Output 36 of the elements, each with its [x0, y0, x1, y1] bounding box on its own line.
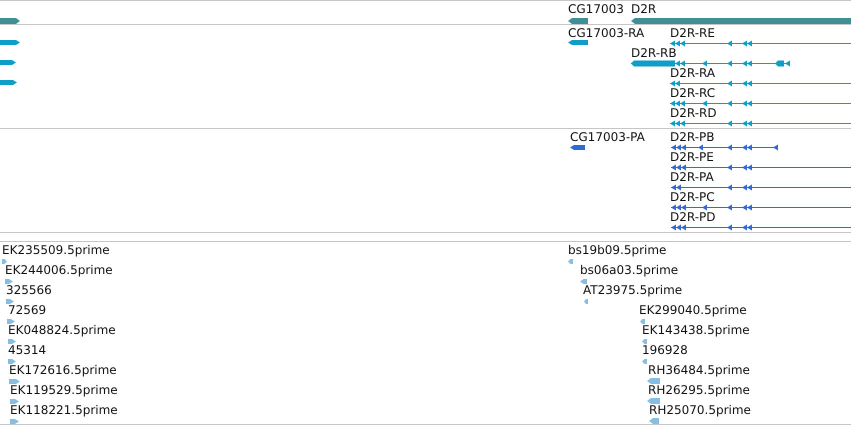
protein-label: D2R-PD	[670, 210, 716, 224]
protein-label: D2R-PA	[670, 170, 714, 184]
protein-label: D2R-PB	[670, 130, 715, 144]
est-label: 45314	[8, 343, 46, 357]
track-panel	[0, 0, 851, 25]
track-panel	[0, 241, 851, 425]
track-panel	[0, 25, 851, 129]
track-panel	[0, 129, 851, 233]
transcript-label: D2R-RE	[670, 26, 715, 40]
protein-label: CG17003-PA	[570, 130, 645, 144]
est-label: RH25070.5prime	[649, 403, 751, 417]
est-label: 72569	[8, 303, 46, 317]
gene-label: D2R	[631, 2, 656, 16]
transcript-label: D2R-RC	[670, 86, 716, 100]
transcript-label: CG17003-RA	[568, 26, 644, 40]
est-label: EK172616.5prime	[9, 363, 117, 377]
transcript-label: D2R-RB	[631, 46, 677, 60]
est-label: RH36484.5prime	[648, 363, 750, 377]
gene-label: CG17003	[568, 2, 624, 16]
protein-label: D2R-PC	[670, 190, 715, 204]
est-label: EK048824.5prime	[8, 323, 116, 337]
est-label: EK235509.5prime	[2, 243, 110, 257]
est-label: 196928	[642, 343, 688, 357]
transcript-label: D2R-RD	[670, 106, 717, 120]
est-label: EK119529.5prime	[10, 383, 118, 397]
est-label: EK299040.5prime	[639, 303, 747, 317]
est-label: EK118221.5prime	[10, 403, 118, 417]
est-label: EK244006.5prime	[5, 263, 113, 277]
protein-label: D2R-PE	[670, 150, 714, 164]
est-label: 325566	[6, 283, 52, 297]
est-label: bs19b09.5prime	[568, 243, 666, 257]
transcript-label: D2R-RA	[670, 66, 716, 80]
est-label: RH26295.5prime	[648, 383, 750, 397]
est-label: EK143438.5prime	[642, 323, 750, 337]
est-label: AT23975.5prime	[583, 283, 682, 297]
est-label: bs06a03.5prime	[580, 263, 678, 277]
